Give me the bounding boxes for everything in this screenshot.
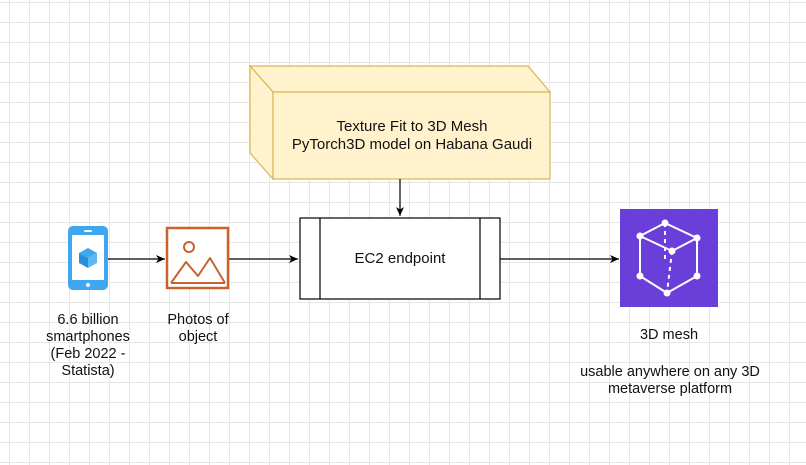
mesh-line-1: usable anywhere on any 3D bbox=[580, 364, 760, 380]
model-cube-label: Texture Fit to 3D Mesh PyTorch3D model o… bbox=[274, 118, 550, 154]
photos-line-2: object bbox=[178, 329, 218, 345]
model-line-2: PyTorch3D model on Habana Gaudi bbox=[291, 136, 533, 153]
smartphone-line-3: (Feb 2022 - bbox=[50, 346, 126, 362]
model-cube-box[interactable] bbox=[248, 64, 552, 181]
smartphone-line-4: Statista) bbox=[61, 363, 115, 379]
image-icon[interactable] bbox=[165, 226, 230, 290]
smartphone-caption: 6.6 billion smartphones (Feb 2022 - Stat… bbox=[38, 312, 138, 380]
smartphone-line-2: smartphones bbox=[46, 329, 130, 345]
mesh-caption: usable anywhere on any 3D metaverse plat… bbox=[560, 364, 780, 398]
model-line-1: Texture Fit to 3D Mesh bbox=[336, 118, 488, 135]
ec2-endpoint-label: EC2 endpoint bbox=[354, 250, 446, 267]
ec2-endpoint-box[interactable] bbox=[299, 217, 501, 300]
mesh-line-2: metaverse platform bbox=[607, 381, 733, 397]
smartphone-3d-icon[interactable] bbox=[68, 226, 108, 290]
photos-caption: Photos of object bbox=[148, 312, 248, 346]
smartphone-line-1: 6.6 billion bbox=[57, 312, 119, 328]
3d-mesh-cube-icon[interactable] bbox=[620, 209, 718, 307]
photos-line-1: Photos of bbox=[167, 312, 229, 328]
mesh-title: 3D mesh bbox=[639, 327, 699, 343]
